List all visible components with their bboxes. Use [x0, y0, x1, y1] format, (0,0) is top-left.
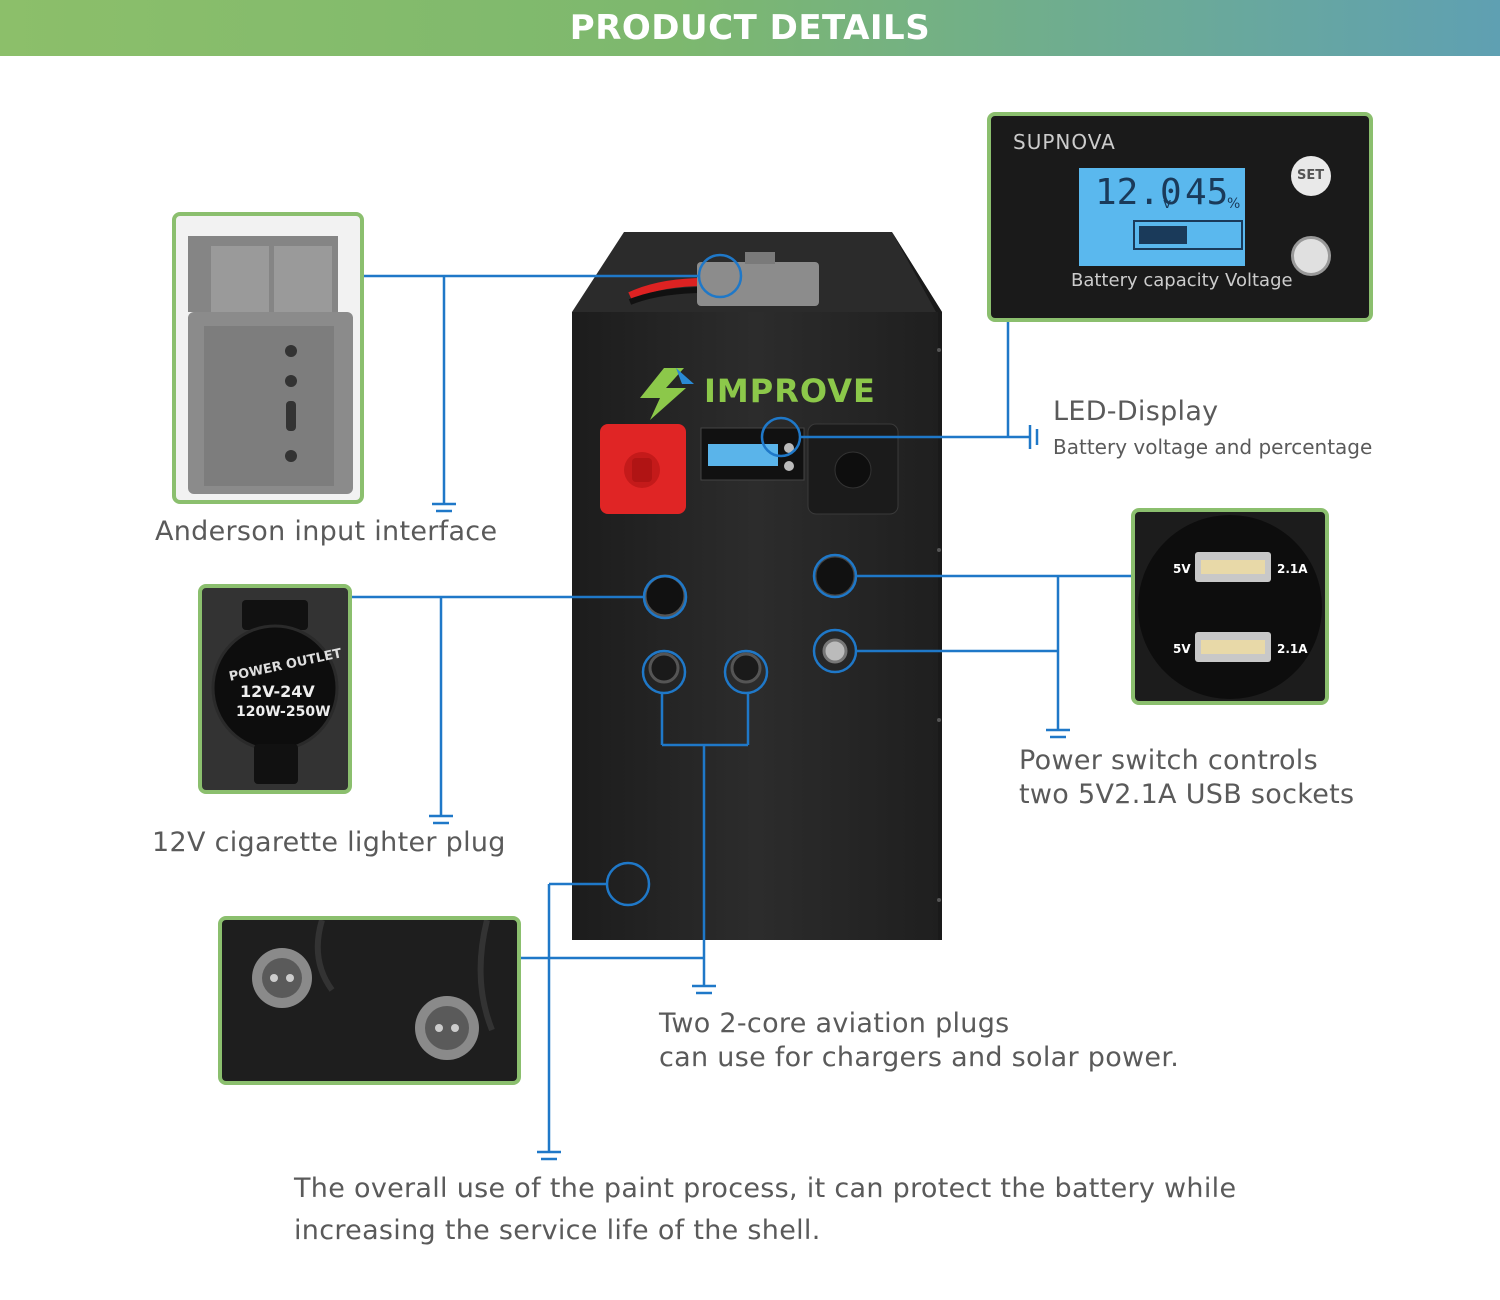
- black-wire: [628, 287, 706, 305]
- usb-bottom-right-label: 2.1A: [1277, 642, 1308, 656]
- usb-top-right-label: 2.1A: [1277, 562, 1308, 576]
- outlet-text-2: 12V-24V: [240, 682, 315, 701]
- cigarette-thumbnail: POWER OUTLET 12V-24V 120W-250W: [198, 584, 352, 794]
- brand-logo: IMPROVE: [704, 372, 876, 410]
- aviation-caption-line1: Two 2-core aviation plugs: [659, 1008, 1010, 1039]
- power-button-icon[interactable]: [1291, 236, 1331, 276]
- set-button[interactable]: SET: [1291, 156, 1331, 196]
- lcd-percent: 45: [1185, 172, 1229, 213]
- usb-top-left-label: 5V: [1173, 562, 1191, 576]
- aviation-plugs-icon: [252, 920, 495, 1060]
- red-wire: [628, 278, 706, 300]
- usb-socket-icon: [1138, 515, 1322, 699]
- aviation-thumbnail: [218, 916, 521, 1085]
- outlet-text-3: 120W-250W: [236, 704, 331, 720]
- lcd-voltage: 12.0: [1095, 172, 1182, 213]
- cigarette-caption: 12V cigarette lighter plug: [152, 827, 506, 858]
- aviation-plug-2: [730, 652, 762, 684]
- paint-caption-line2: increasing the service life of the shell…: [294, 1215, 821, 1246]
- header-banner: PRODUCT DETAILS: [0, 0, 1500, 56]
- power-outlet-cap-icon: [211, 600, 339, 784]
- power-switch: [822, 638, 848, 664]
- usb-bottom-left-label: 5V: [1173, 642, 1191, 656]
- display-brand: SUPNOVA: [1013, 130, 1116, 154]
- aviation-plug-1: [648, 652, 680, 684]
- anderson-connector-icon: [188, 236, 353, 494]
- usb-thumbnail: 5V 2.1A 5V 2.1A: [1131, 508, 1329, 705]
- set-button-label: SET: [1297, 168, 1325, 183]
- lcd-percent-unit: %: [1227, 196, 1241, 212]
- aviation-caption-line2: can use for chargers and solar power.: [659, 1042, 1180, 1073]
- lcd-battery-bar: [1133, 220, 1243, 250]
- display-caption: Battery capacity Voltage: [1071, 270, 1293, 291]
- anderson-top-connector: [697, 262, 819, 306]
- usb-caption-line1: Power switch controls: [1019, 745, 1318, 776]
- led-display-subtitle: Battery voltage and percentage: [1053, 435, 1373, 459]
- anderson-thumbnail: [172, 212, 364, 504]
- lcd-voltage-unit: v: [1163, 196, 1172, 212]
- usb-caption-line2: two 5V2.1A USB sockets: [1019, 779, 1355, 810]
- usb-socket: [813, 554, 857, 598]
- paint-caption-line1: The overall use of the paint process, it…: [294, 1173, 1237, 1204]
- page-title: PRODUCT DETAILS: [569, 8, 931, 48]
- anderson-caption: Anderson input interface: [155, 516, 498, 547]
- cigarette-socket: [643, 574, 687, 618]
- led-display-title: LED-Display: [1053, 396, 1219, 427]
- logo-bolt-icon: [640, 368, 686, 420]
- display-thumbnail: SUPNOVA 12.0 v 45 % SET Battery capacity…: [987, 112, 1373, 322]
